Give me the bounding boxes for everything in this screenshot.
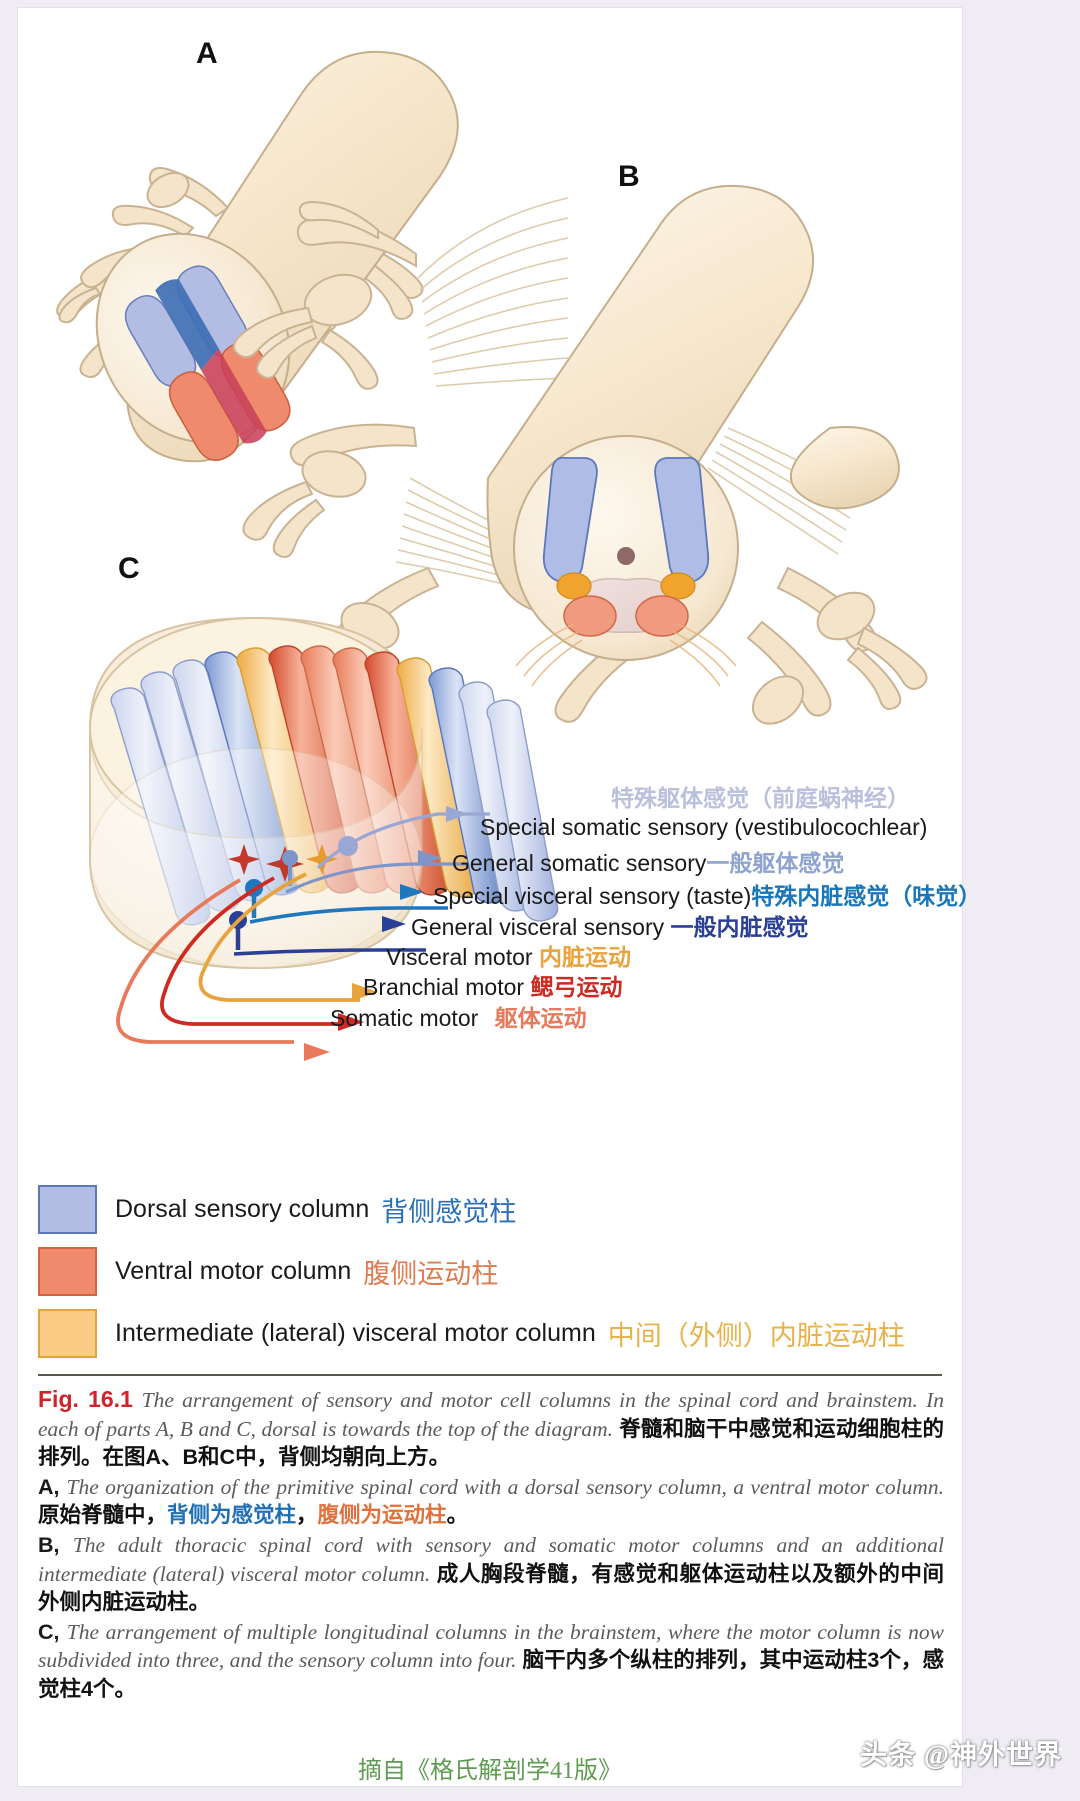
label-gva-cn: 一般内脏感觉 [670, 914, 809, 940]
caption-a-cn-blue: 背侧为感觉柱 [167, 1503, 297, 1528]
leader-visceral-motor [198, 872, 378, 1002]
panel-c-illustration: C [89, 552, 559, 970]
caption-a-cn-2: ， [296, 1503, 318, 1528]
caption-a-cn-3: 。 [446, 1503, 469, 1528]
legend-label-ventral-motor-cn: 腹侧运动柱 [363, 1258, 499, 1289]
caption-a-label: A, [38, 1474, 60, 1499]
color-legend: Dorsal sensory column 背侧感觉柱 Ventral moto… [38, 1184, 938, 1372]
label-somatic-motor-en: Somatic motor [330, 1005, 479, 1031]
caption-figure-number: Fig. 16.1 [38, 1386, 133, 1412]
label-row-gsa: General somatic sensory一般躯体感觉 [452, 844, 844, 878]
label-row-ssa: Special somatic sensory (vestibulocochle… [480, 814, 927, 841]
legend-label-intermediate-visceral-motor-en: Intermediate (lateral) visceral motor co… [115, 1318, 596, 1347]
leader-gsa [282, 850, 468, 894]
panel-b-intermediate-right [660, 572, 696, 600]
caption-a-en: The organization of the primitive spinal… [66, 1474, 944, 1499]
legend-swatch-dorsal-sensory [38, 1184, 97, 1234]
caption-intro: Fig. 16.1 The arrangement of sensory and… [38, 1384, 944, 1472]
legend-label-intermediate-visceral-motor-cn: 中间（外侧）内脏运动柱 [607, 1320, 905, 1351]
source-attribution: 摘自《格氏解剖学41版》 [358, 1758, 622, 1784]
central-motor-stripe [201, 348, 267, 444]
caption-b-en: The adult thoracic spinal cord with sens… [38, 1532, 944, 1586]
leader-ssa [316, 806, 490, 870]
caption-part-c: C, The arrangement of multiple longitudi… [38, 1618, 944, 1704]
label-visceral-motor-cn: 内脏运动 [538, 944, 631, 970]
panel-a-letter: A [196, 37, 218, 70]
label-sva-cn: 特殊内脏感觉（味觉） [751, 883, 982, 909]
column-gsa-right [486, 699, 559, 922]
panel-b-ventral-rootlets [515, 623, 737, 687]
leader-label-list: 特殊躯体感觉（前庭蜗神经） Special somatic sensory (v… [18, 768, 981, 1031]
legend-label-dorsal-sensory-en: Dorsal sensory column [115, 1194, 370, 1223]
caption-intro-cn: 脊髓和脑干中感觉和运动细胞柱的排列。在图A、B和C中，背侧均朝向上方。 [38, 1416, 944, 1470]
caption-part-b: B, The adult thoracic spinal cord with s… [38, 1531, 944, 1617]
label-gsa-en: General somatic sensory [452, 850, 707, 876]
label-row-sva: Special visceral sensory (taste)特殊内脏感觉（味… [433, 877, 981, 911]
leader-branchial-motor [160, 876, 364, 1031]
panel-b-cord-tail [789, 426, 900, 510]
ventral-motor-left [168, 371, 239, 461]
legend-item-intermediate-visceral-motor: Intermediate (lateral) visceral motor co… [38, 1308, 938, 1358]
panel-c-letter: C [118, 552, 140, 585]
caption-intro-en: The arrangement of sensory and motor cel… [38, 1388, 944, 1441]
legend-label-ventral-motor-en: Ventral motor column [115, 1256, 352, 1285]
legend-swatch-ventral-motor [38, 1246, 97, 1296]
label-somatic-motor-cn: 躯体运动 [494, 1005, 587, 1031]
label-gsa-cn: 一般躯体感觉 [706, 850, 845, 876]
central-canal [617, 547, 635, 565]
label-row-visceral-motor: Visceral motor 内脏运动 [386, 938, 631, 972]
label-branchial-motor-cn: 鳃弓运动 [530, 974, 623, 1000]
label-ssa-cn-top: 特殊躯体感觉（前庭蜗神经） [611, 785, 910, 811]
caption-part-a: A, The organization of the primitive spi… [38, 1473, 944, 1530]
label-ssa-en: Special somatic sensory (vestibulocochle… [480, 814, 928, 840]
caption-c-en: The arrangement of multiple longitudinal… [38, 1619, 944, 1673]
leader-lines [116, 806, 490, 1061]
panel-b-intermediate-left [556, 572, 592, 600]
label-branchial-motor-en: Branchial motor [363, 974, 525, 1000]
panel-a-columns [124, 265, 291, 461]
legend-item-dorsal-sensory: Dorsal sensory column 背侧感觉柱 [38, 1184, 938, 1234]
figure-svg: A [56, 37, 928, 1061]
anatomy-figure: A [18, 8, 962, 1368]
label-gva-en: General visceral sensory [411, 914, 665, 940]
caption-a-cn-1: 原始脊髓中， [38, 1503, 168, 1528]
caption-c-cn: 脑干内多个纵柱的排列，其中运动柱3个，感觉柱4个。 [38, 1648, 944, 1701]
label-row-gva: General visceral sensory 一般内脏感觉 [411, 908, 809, 942]
watermark-text: 头条 @神外世界 [860, 1740, 1062, 1770]
legend-item-ventral-motor: Ventral motor column 腹侧运动柱 [38, 1246, 938, 1296]
panel-b-letter: B [618, 160, 640, 193]
figure-caption: Fig. 16.1 The arrangement of sensory and… [38, 1384, 944, 1705]
panel-b-roots-right [746, 566, 928, 725]
panel-b-ventral-horn-right [635, 595, 689, 637]
caption-c-label: C, [38, 1619, 60, 1644]
neuron-star-3 [306, 844, 338, 875]
neuron-star-1 [228, 844, 260, 875]
panel-b-illustration: B [232, 160, 928, 725]
central-sensory-stripe [155, 279, 219, 371]
figure-sheet: A [18, 8, 981, 1786]
caption-divider [38, 1374, 942, 1376]
caption-b-label: B, [38, 1532, 60, 1557]
label-row-branchial-motor: Branchial motor 鳃弓运动 [363, 968, 622, 1002]
label-visceral-motor-en: Visceral motor [386, 944, 533, 970]
watermark-line [812, 1748, 1062, 1750]
panel-b-ventral-horn-left [563, 595, 617, 637]
caption-b-cn: 成人胸段脊髓，有感觉和躯体运动柱以及额外的中间外侧内脏运动柱。 [38, 1561, 944, 1615]
leader-somatic-motor [116, 878, 330, 1061]
legend-label-dorsal-sensory-cn: 背侧感觉柱 [381, 1196, 517, 1227]
panel-b-roots-left [232, 200, 640, 723]
panel-b-fibers-upper [417, 197, 569, 387]
label-sva-en: Special visceral sensory (taste) [433, 883, 752, 909]
legend-swatch-intermediate-visceral-motor [38, 1308, 97, 1358]
caption-a-cn-orange: 腹侧为运动柱 [317, 1503, 447, 1528]
label-row-somatic-motor: Somatic motor 躯体运动 [330, 999, 587, 1033]
